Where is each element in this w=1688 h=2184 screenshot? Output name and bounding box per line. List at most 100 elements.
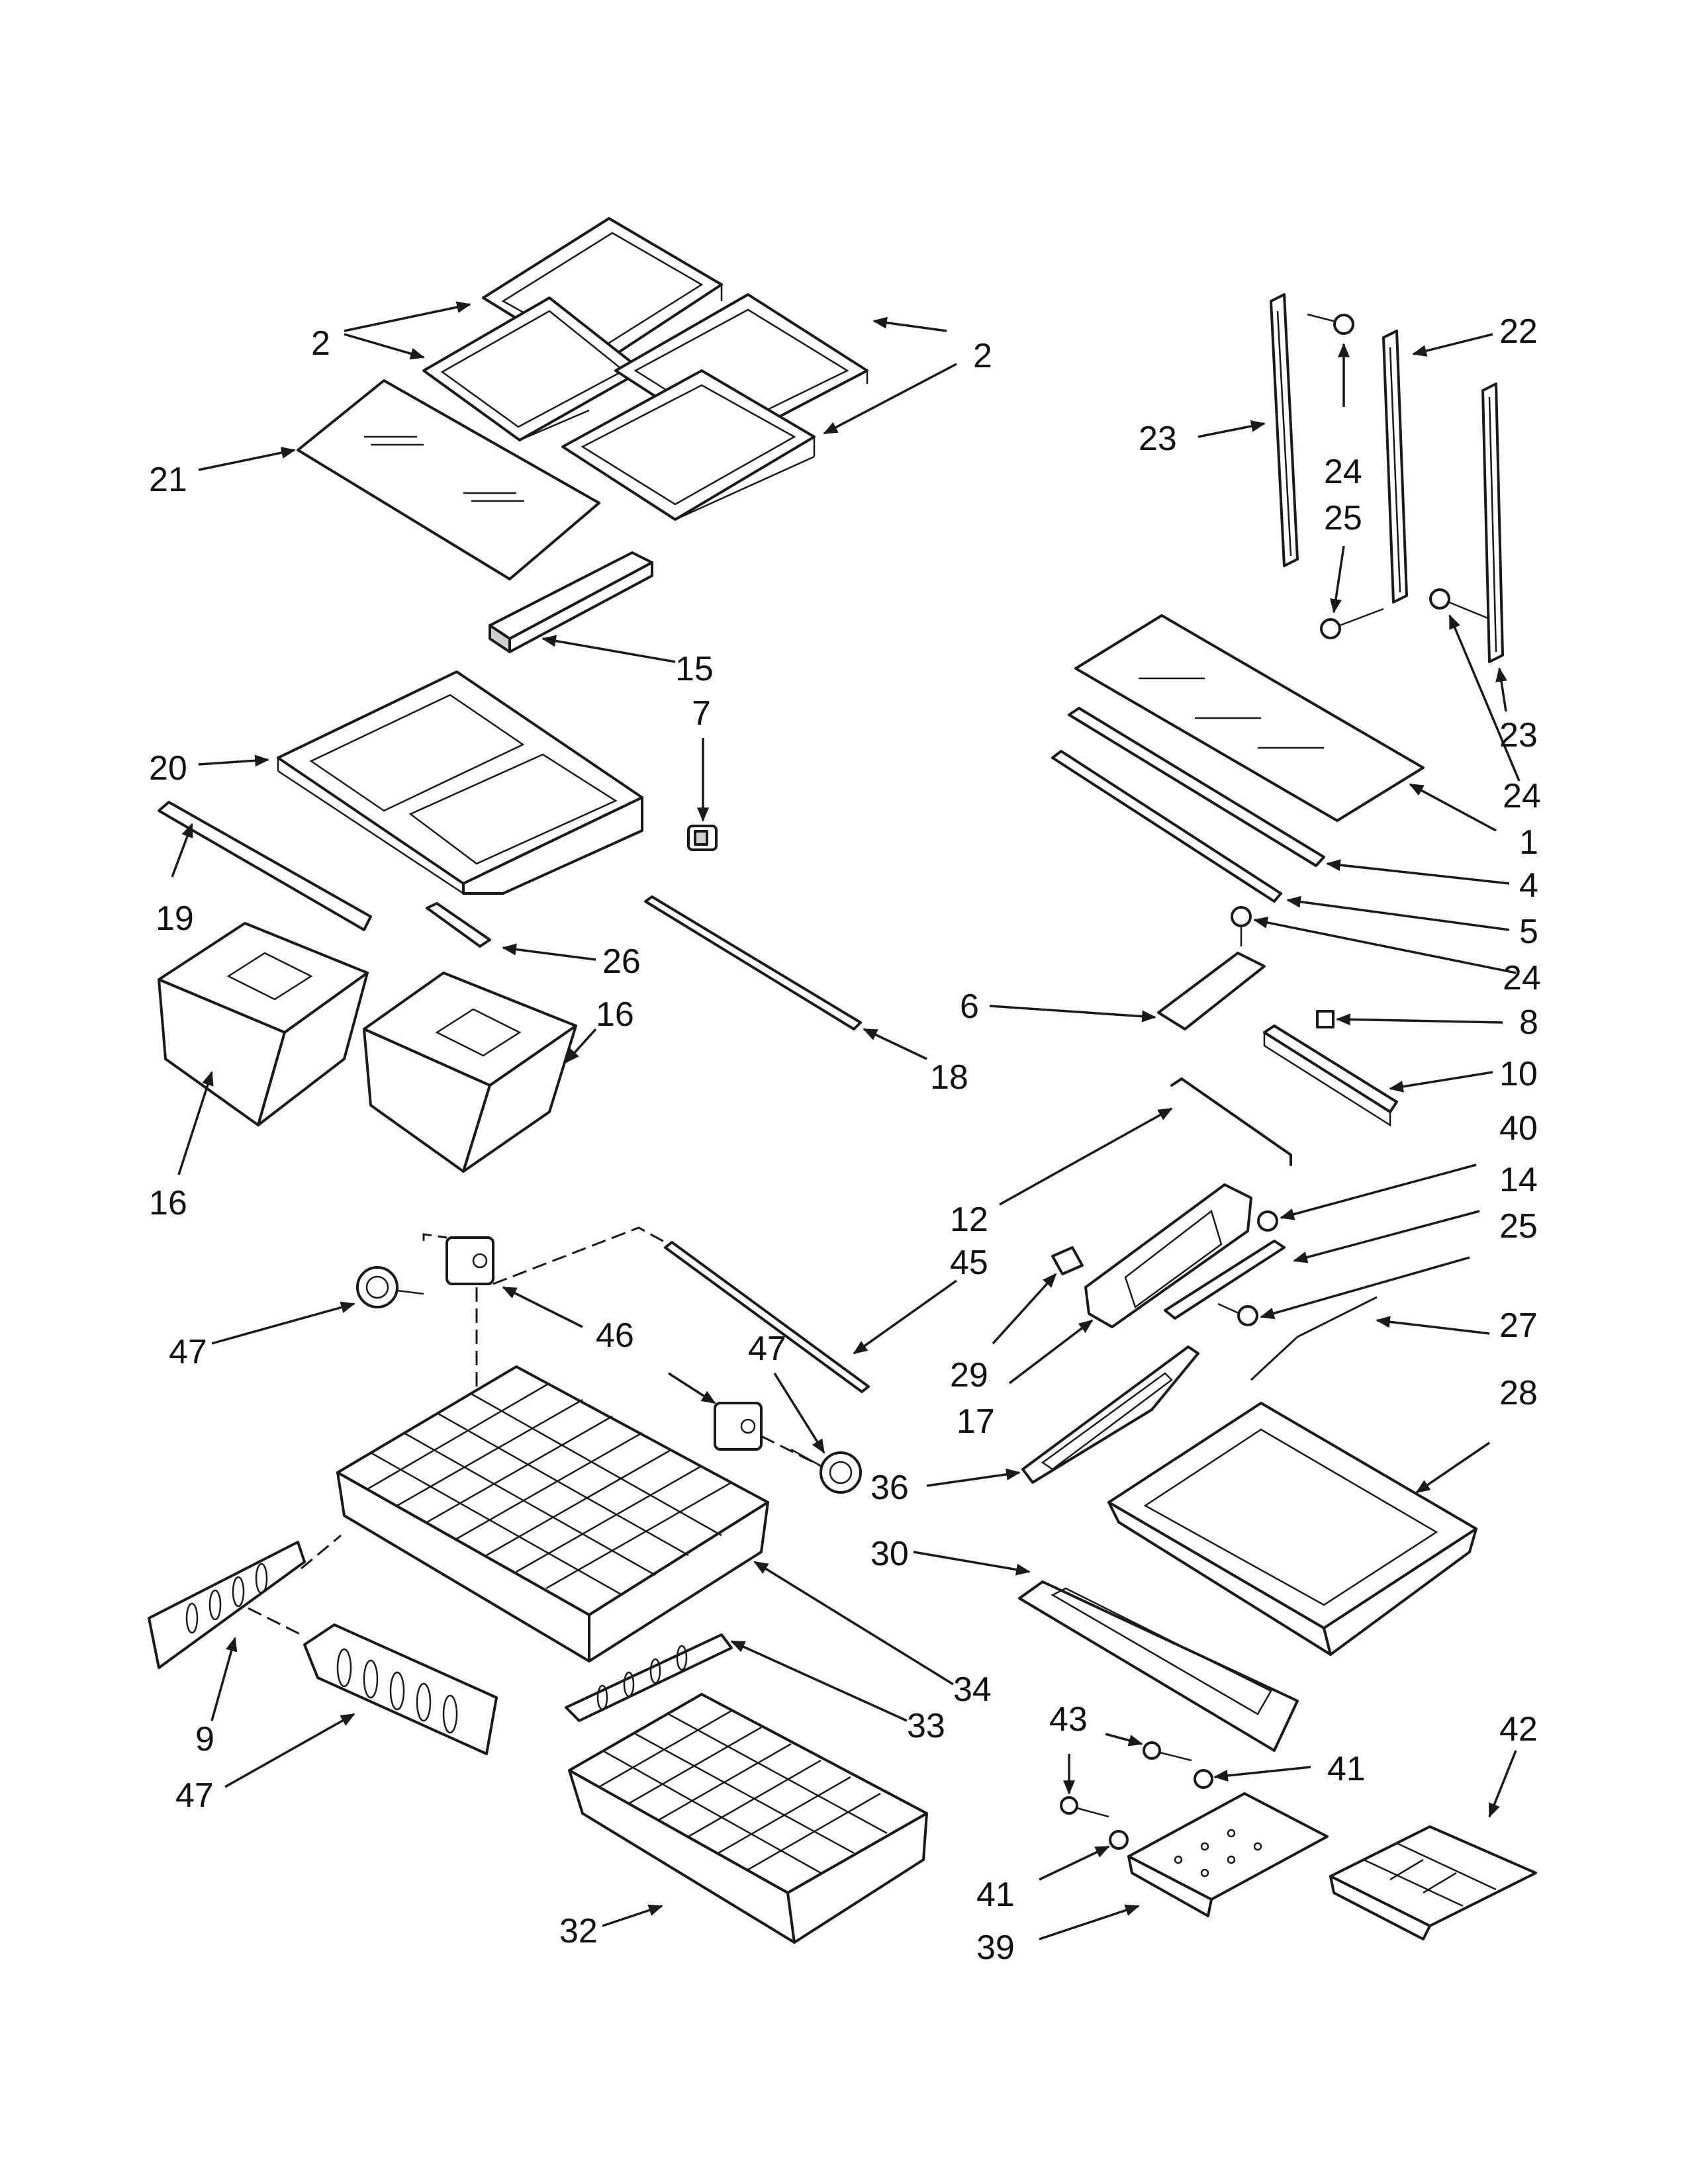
strip-part-14 (1164, 1240, 1286, 1320)
callout-45: 46 (596, 1316, 634, 1355)
clip-part-9 (1316, 1010, 1335, 1028)
callout-9: 8 (1519, 1003, 1538, 1042)
callout-41: 43 (1049, 1700, 1088, 1739)
callout-24-mid: 24 (1503, 959, 1541, 997)
ice-bin-part-39 (1127, 1792, 1329, 1917)
callout-18: 18 (930, 1058, 968, 1097)
rail-part-10 (1263, 1024, 1398, 1127)
trim-part-5 (1051, 750, 1282, 903)
crisper-cover-part-20 (277, 670, 643, 895)
clip-part-30 (1051, 1246, 1084, 1275)
trim-part-4 (1068, 707, 1325, 867)
callout-15: 15 (675, 650, 714, 688)
rod-part-18 (644, 895, 862, 1030)
callout-31: 30 (870, 1535, 909, 1573)
rod-part-43 (664, 1241, 870, 1393)
callout-leaders (171, 301, 1521, 1940)
glass-shelf-part-21 (297, 379, 600, 580)
housing-part-16 (1084, 1183, 1252, 1328)
bracket-part-45a (445, 1236, 494, 1285)
clip-part-7 (687, 825, 718, 851)
callout-10: 10 (1499, 1055, 1538, 1093)
bushing-part-40a (1194, 1769, 1213, 1789)
bushing-part-40b (1109, 1830, 1129, 1850)
callout-26: 25 (1499, 1207, 1538, 1246)
callout-17-bottom: 16 (149, 1184, 187, 1222)
bracket-part-45b (714, 1402, 763, 1451)
slide-part-35 (1021, 1345, 1199, 1484)
screw-part-41b (1060, 1796, 1109, 1818)
callout-24-top: 24 (1324, 453, 1362, 491)
callout-29: 28 (1499, 1374, 1538, 1412)
callout-40-left: 41 (976, 1876, 1015, 1914)
wire-part-28 (1250, 1296, 1378, 1381)
callout-32: 32 (559, 1912, 598, 1950)
callout-22: 22 (1499, 312, 1538, 351)
callout-23-top: 23 (1139, 420, 1177, 458)
callout-4: 4 (1519, 866, 1538, 905)
callout-46-left: 47 (169, 1333, 207, 1371)
callout-34: 34 (953, 1670, 992, 1709)
callout-42: 42 (1499, 1710, 1538, 1749)
callout-23-right: 23 (1499, 716, 1538, 754)
rail-part-15 (489, 551, 653, 653)
tray-part-29 (1107, 1402, 1477, 1656)
callout-36: 40 (1499, 1109, 1538, 1148)
crisper-drawer-part-17a (158, 922, 369, 1126)
screw-part-36 (1257, 1210, 1278, 1232)
ice-tray-part-42 (1329, 1825, 1537, 1940)
screw-part-24b (1429, 588, 1490, 620)
bracket-part-27 (426, 902, 491, 948)
screw-part-24c (1231, 906, 1252, 946)
trim-part-19 (158, 801, 372, 931)
callout-47: 47 (175, 1776, 214, 1815)
callout-43: 45 (950, 1244, 988, 1282)
callout-5: 5 (1519, 913, 1538, 951)
channel-part-22 (1382, 330, 1408, 604)
crisper-drawer-part-17b (363, 972, 577, 1173)
screw-part-24a (1307, 313, 1354, 335)
callout-24-right: 24 (1503, 777, 1541, 815)
bracket-part-6 (1157, 952, 1266, 1030)
callout-21: 21 (149, 461, 187, 499)
callout-7: 7 (692, 694, 711, 733)
handle-part-31 (1018, 1580, 1299, 1752)
callout-35: 36 (870, 1469, 909, 1507)
divider-panel-part-47 (303, 1623, 498, 1755)
gear-part-46b (790, 1448, 862, 1494)
callout-20: 20 (149, 749, 187, 788)
callout-30: 29 (950, 1356, 988, 1394)
wire-basket-part-34 (336, 1365, 769, 1662)
callout-19: 19 (156, 899, 194, 938)
callout-8: 9 (195, 1720, 214, 1758)
shelf-frame-part-2d (561, 369, 816, 521)
callout-33: 33 (907, 1707, 945, 1745)
gear-part-46a (356, 1266, 424, 1308)
screw-part-26 (1217, 1302, 1258, 1326)
glass-shelf-part-1 (1074, 614, 1425, 822)
channel-part-23b (1481, 383, 1504, 663)
callout-46-right: 47 (748, 1330, 786, 1368)
screw-part-25 (1320, 608, 1384, 639)
channel-part-23a (1270, 293, 1299, 567)
wire-basket-part-32 (568, 1693, 928, 1944)
callout-16: 17 (957, 1402, 995, 1441)
callout-2-right: 2 (973, 337, 992, 375)
callout-27: 26 (602, 942, 641, 981)
callout-14: 14 (1499, 1161, 1538, 1199)
assembly-lines (248, 1226, 821, 1636)
screw-part-41a (1143, 1741, 1192, 1762)
callout-2-left: 2 (311, 324, 330, 363)
callout-labels: 2 2 21 22 23 24 25 15 7 23 20 24 1 4 19 … (149, 312, 1541, 1967)
callout-17-right: 16 (596, 995, 634, 1034)
callout-25: 25 (1324, 499, 1362, 537)
cover-part-12 (1170, 1077, 1292, 1166)
callout-40-right: 41 (1327, 1750, 1366, 1788)
divider-part-8 (148, 1541, 306, 1669)
callout-39: 39 (976, 1929, 1015, 1967)
callout-12: 12 (950, 1201, 988, 1239)
callout-28: 27 (1499, 1306, 1538, 1345)
callout-6: 6 (960, 987, 979, 1026)
callout-1: 1 (1519, 823, 1538, 862)
